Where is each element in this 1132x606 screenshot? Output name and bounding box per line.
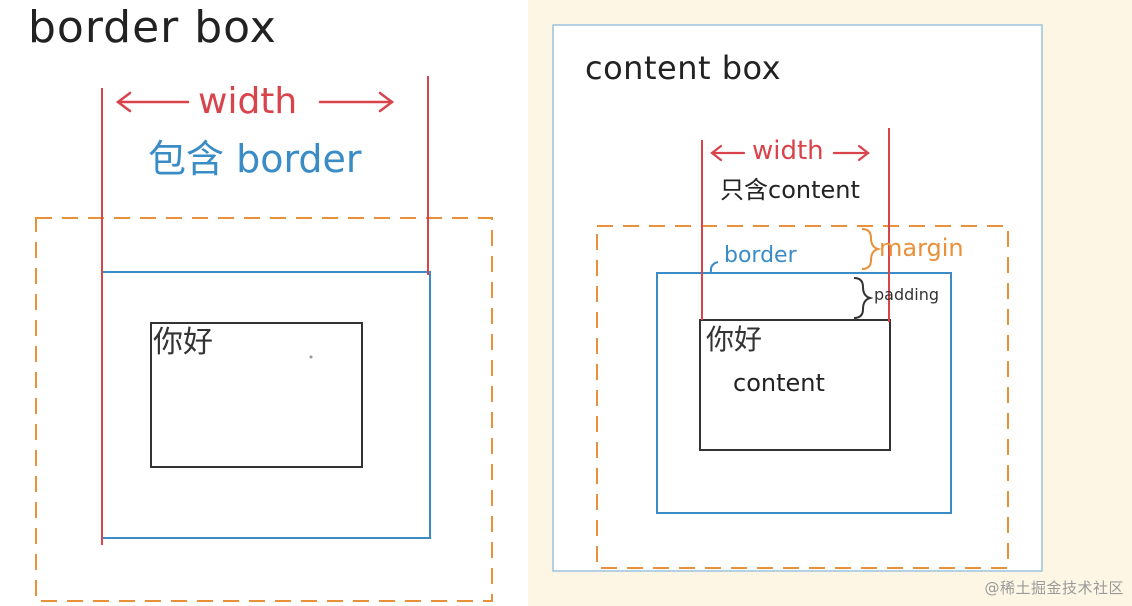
left-width-note: 包含 border <box>148 137 362 181</box>
margin-brace-icon <box>861 228 882 270</box>
right-content-label: content <box>733 369 825 397</box>
border-pointer-icon <box>709 261 719 273</box>
left-content-dot <box>309 355 313 359</box>
right-title: content box <box>585 49 782 87</box>
right-width-arrow-right <box>832 144 870 162</box>
left-content-box <box>150 322 363 468</box>
left-width-arrow-right <box>318 91 395 113</box>
right-margin-label: margin <box>879 234 964 262</box>
right-padding-label: padding <box>874 285 940 304</box>
right-border-box <box>656 272 952 514</box>
right-content-text: 你好 <box>706 323 763 356</box>
border-box-panel <box>0 0 528 606</box>
left-width-label: width <box>198 81 298 122</box>
left-title: border box <box>28 2 277 53</box>
right-width-arrow-left <box>710 144 746 162</box>
left-width-arrow-left <box>115 91 190 113</box>
content-box-card <box>552 24 1043 572</box>
right-width-note: 只含content <box>720 176 860 204</box>
left-content-text: 你好 <box>153 325 213 360</box>
watermark: @稀土掘金技术社区 <box>984 579 1124 597</box>
right-width-label: width <box>752 136 824 166</box>
right-border-label: border <box>724 243 797 268</box>
right-content-box <box>699 319 891 451</box>
right-margin-box <box>596 225 1009 569</box>
padding-brace-icon <box>853 277 874 319</box>
left-margin-box <box>35 217 493 602</box>
